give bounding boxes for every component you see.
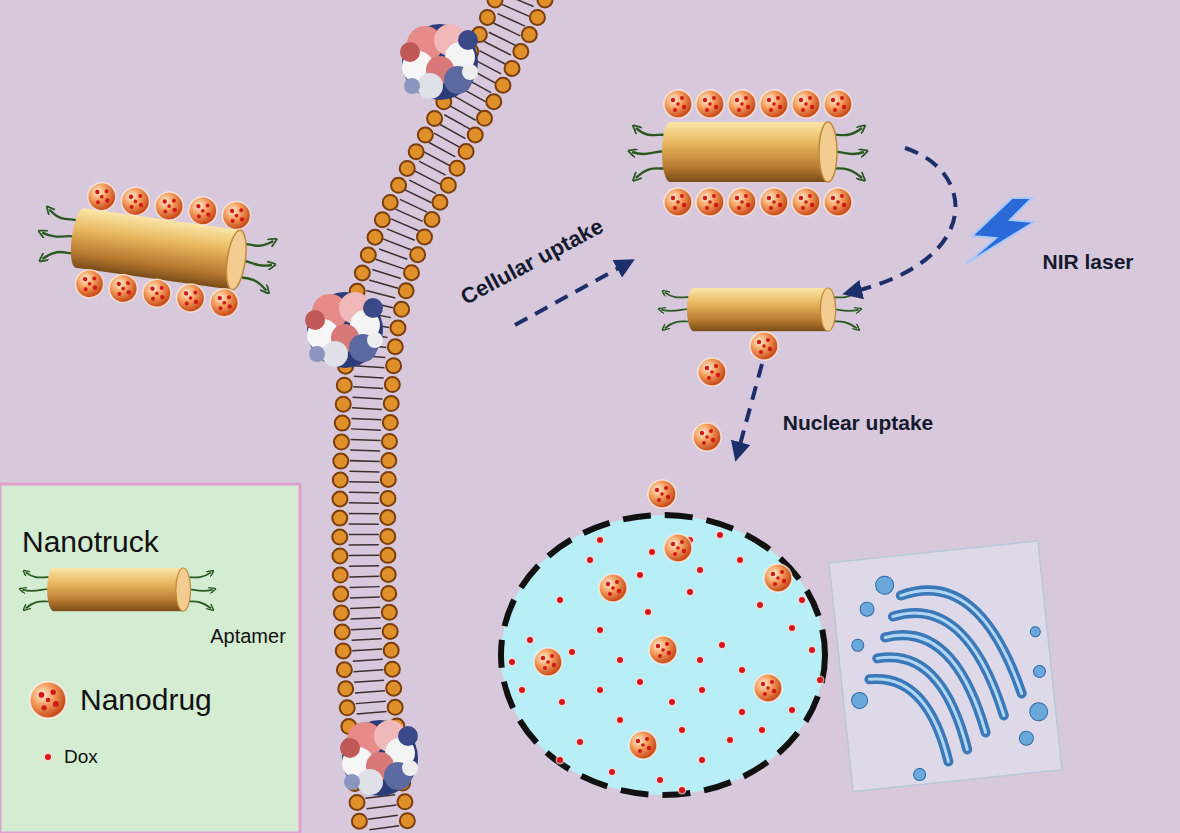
nanotruck [34,175,280,322]
legend-label: Dox [64,746,98,768]
golgi-apparatus [829,541,1062,792]
label-text: Nuclear uptake [783,411,934,435]
nanodrug [698,358,726,386]
nanodrug [750,332,778,360]
label-text: Aptamer [210,625,286,648]
nanotruck [661,288,858,331]
laser-bolt [966,198,1034,264]
legend-label: Nanodrug [80,683,212,718]
laser-arrow [852,148,955,292]
nanodrug [648,480,676,508]
nuclear-arrow [738,364,762,452]
nanodrug [693,423,721,451]
nanotruck [632,90,864,216]
legend-label: Nanotruck [22,525,159,560]
membrane-protein [305,292,383,368]
nucleus [501,515,825,795]
legend-panel [0,484,300,833]
membrane-protein [340,720,418,796]
label-text: NIR laser [1042,250,1133,274]
membrane-protein [400,24,478,100]
